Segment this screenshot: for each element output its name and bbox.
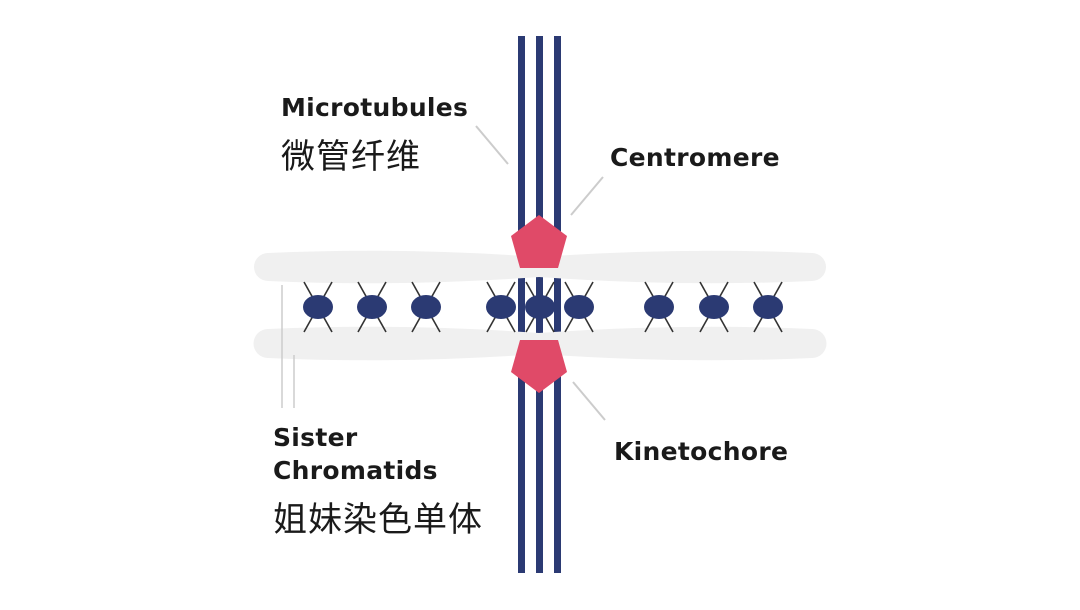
kinetochore-label: Kinetochore [614, 437, 789, 466]
microtubule-left [518, 36, 525, 573]
cohesin-complex [411, 281, 441, 333]
sister-chromatids-label-chinese: 姐妹染色单体 [273, 500, 483, 540]
cohesin-body [753, 295, 783, 319]
cohesin-complex [303, 281, 333, 333]
cohesin-body [525, 295, 555, 319]
microtubules-label: Microtubules [281, 93, 469, 122]
leader-lines [281, 125, 606, 421]
cohesin-body [699, 295, 729, 319]
centromere-label: Centromere [610, 143, 780, 172]
cohesin-body [486, 295, 516, 319]
kinetochores [511, 215, 567, 393]
kinetochore-top [511, 215, 567, 268]
cohesin-complex [564, 281, 594, 333]
leader-line-microtubules [475, 125, 509, 165]
cohesin-complex [644, 281, 674, 333]
microtubule-right [554, 36, 561, 573]
cohesin-group [303, 281, 783, 333]
kinetochore-bottom [511, 340, 567, 393]
cohesin-complex [357, 281, 387, 333]
cohesin-body [411, 295, 441, 319]
microtubules-label-chinese: 微管纤维 [281, 137, 421, 177]
cohesin-body [303, 295, 333, 319]
cohesin-body [357, 295, 387, 319]
cohesin-complex [525, 281, 555, 333]
cohesin-complex [699, 281, 729, 333]
cohesin-complex [753, 281, 783, 333]
cohesin-complex [486, 281, 516, 333]
cohesin-body [644, 295, 674, 319]
leader-line-kinetochore [572, 381, 606, 421]
sister-chromatids-label-line1: Sister [273, 423, 358, 452]
cohesin-body [564, 295, 594, 319]
sister-chromatids-label-line2: Chromatids [273, 456, 438, 485]
leader-line-centromere [570, 176, 604, 216]
